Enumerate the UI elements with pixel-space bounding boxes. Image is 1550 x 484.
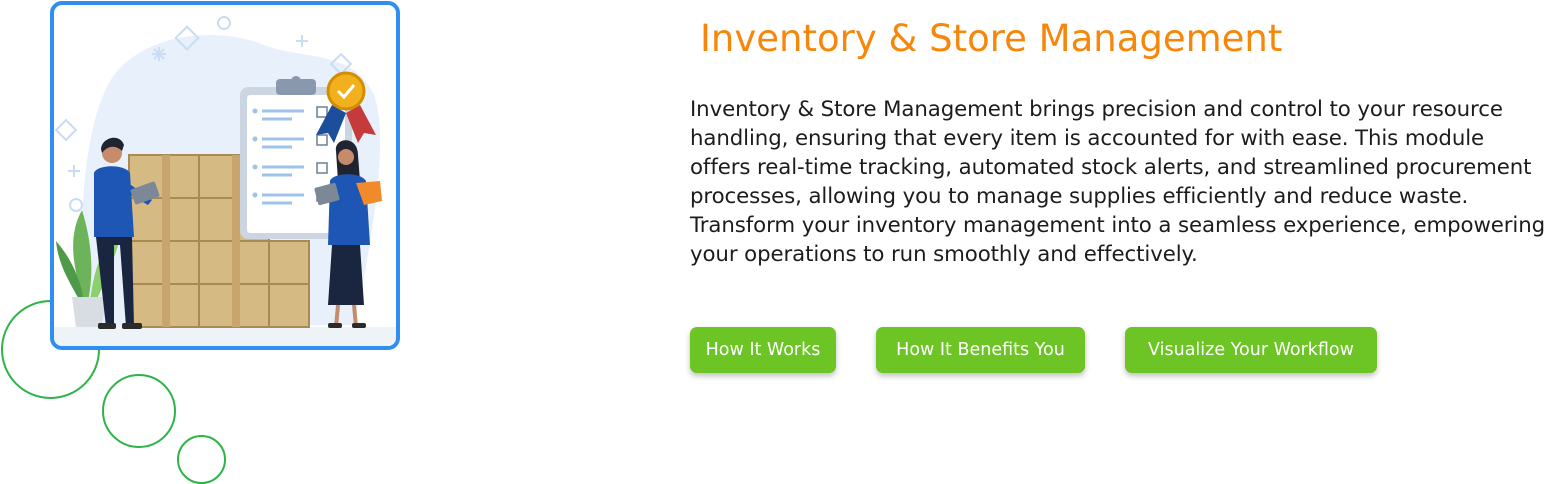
decorative-circle-small — [177, 435, 226, 484]
worker-with-tablet — [94, 137, 160, 329]
section-description: Inventory & Store Management brings prec… — [690, 97, 1546, 267]
inventory-checklist-illustration — [54, 16, 396, 346]
section-title: Inventory & Store Management — [700, 17, 1283, 60]
worker-with-clipboard — [314, 140, 382, 328]
how-it-works-button[interactable]: How It Works — [690, 327, 836, 373]
visualize-your-workflow-button[interactable]: Visualize Your Workflow — [1125, 327, 1377, 373]
sparkle-icon — [54, 16, 353, 212]
decorative-circle-medium — [102, 374, 176, 448]
how-it-benefits-you-button[interactable]: How It Benefits You — [876, 327, 1085, 373]
illustration-card — [50, 1, 400, 350]
award-medal-icon — [316, 71, 376, 143]
